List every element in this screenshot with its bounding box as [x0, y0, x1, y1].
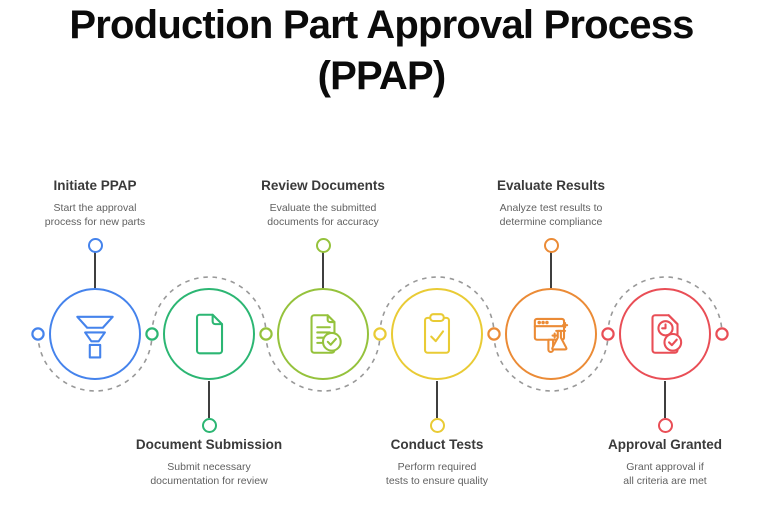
dashed-arc [493, 333, 609, 392]
connector-stem [436, 380, 438, 418]
step-description: Start the approval process for new parts [44, 202, 146, 229]
funnel-icon [76, 315, 114, 359]
page-title: Production Part Approval Process (PPAP) [69, 3, 694, 98]
step-description: Perform required tests to ensure quality [385, 461, 489, 488]
connector-stem [208, 380, 210, 418]
step-title: Review Documents [261, 178, 385, 193]
connector-stem [550, 252, 552, 289]
junction-ring [373, 327, 387, 341]
dashed-arc [151, 276, 267, 335]
step-node-ring [657, 417, 673, 433]
step-label: Initiate PPAP Start the approval process … [16, 178, 174, 229]
connector-stem [94, 252, 96, 289]
step-icon-circle [49, 288, 141, 380]
dashed-arc [379, 276, 495, 335]
junction-ring [487, 327, 501, 341]
step-icon-circle [391, 288, 483, 380]
step-node-ring [201, 417, 217, 433]
step-description: Evaluate the submitted documents for acc… [267, 202, 379, 229]
junction-ring [715, 327, 729, 341]
junction-ring [145, 327, 159, 341]
step-title: Document Submission [135, 437, 283, 452]
step-node-ring [315, 237, 331, 253]
document-icon [195, 313, 224, 355]
step-node-ring [87, 237, 103, 253]
step-title: Conduct Tests [390, 437, 484, 452]
step-title: Initiate PPAP [53, 178, 137, 193]
step-icon-circle [277, 288, 369, 380]
step-title: Evaluate Results [496, 178, 606, 193]
step-node-ring [543, 237, 559, 253]
step-description: Analyze test results to determine compli… [499, 202, 603, 229]
connector-stem [322, 252, 324, 289]
step-icon-circle [505, 288, 597, 380]
step-description: Grant approval if all criteria are met [623, 461, 707, 488]
step-node-ring [429, 417, 445, 433]
connector-stem [664, 380, 666, 418]
approved-document-icon [651, 314, 683, 354]
junction-ring [259, 327, 273, 341]
document-check-icon [310, 314, 342, 354]
step-description: Submit necessary documentation for revie… [150, 461, 268, 488]
lab-test-icon [533, 317, 569, 353]
dashed-arc [265, 333, 381, 392]
dashed-arc [607, 276, 723, 335]
junction-ring [601, 327, 615, 341]
junction-ring [31, 327, 45, 341]
dashed-arc [37, 333, 153, 392]
step-icon-circle [163, 288, 255, 380]
step-title: Approval Granted [607, 437, 723, 452]
step-icon-circle [619, 288, 711, 380]
clipboard-check-icon [423, 313, 451, 354]
